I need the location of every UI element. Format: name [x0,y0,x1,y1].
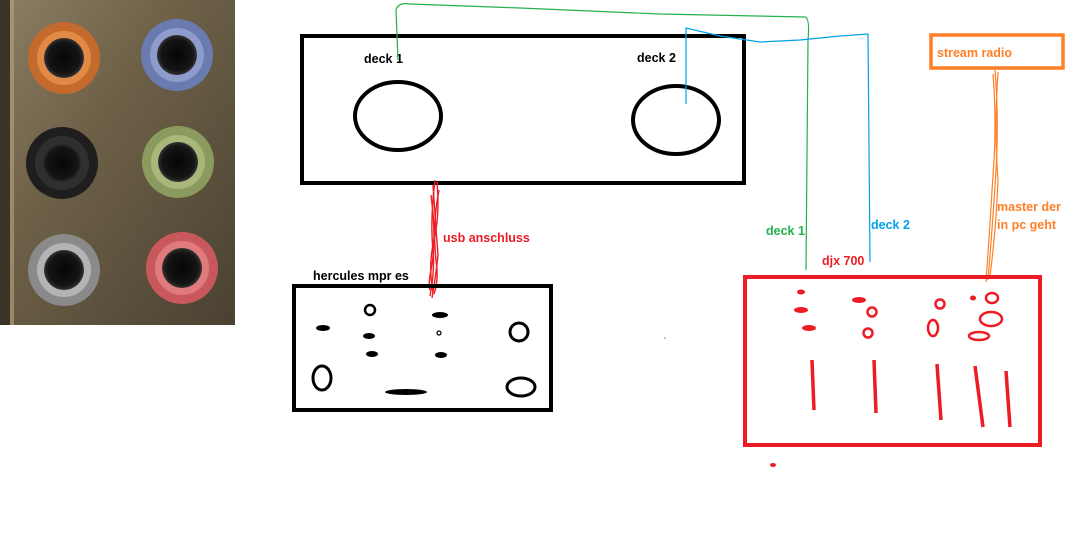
deck-1-side-label: deck 1 [766,224,805,238]
master-label-line1: master der [997,200,1061,214]
deck-2-side-label: deck 2 [871,218,910,232]
decks-box: deck 1 deck 2 [300,34,746,185]
deck-1-platter [353,80,443,152]
orange-jack-icon [28,22,100,94]
usb-label: usb anschluss [443,231,530,245]
stray-dot [664,337,666,339]
grey-jack-icon [28,234,100,306]
deck-2-platter [631,84,721,156]
usb-cable [428,179,440,299]
black-jack-icon [26,127,98,199]
deck-1-top-label: deck 1 [364,52,403,66]
master-cable [985,69,999,283]
djx-label: djx 700 [822,254,864,268]
hercules-controller [292,284,553,412]
green-cable [395,3,810,271]
red-dot [770,463,776,467]
stream-radio-box: stream radio [929,33,1065,70]
stream-radio-label: stream radio [937,46,1012,60]
hercules-label: hercules mpr es [313,269,409,283]
blue-cable [685,27,871,263]
deck-2-top-label: deck 2 [637,51,676,65]
blue-jack-icon [141,19,213,91]
green-jack-icon [142,126,214,198]
audio-jacks-photo [0,0,235,325]
master-label-line2: in pc geht [997,218,1057,232]
djx-700-mixer [743,275,1042,447]
pink-jack-icon [146,232,218,304]
